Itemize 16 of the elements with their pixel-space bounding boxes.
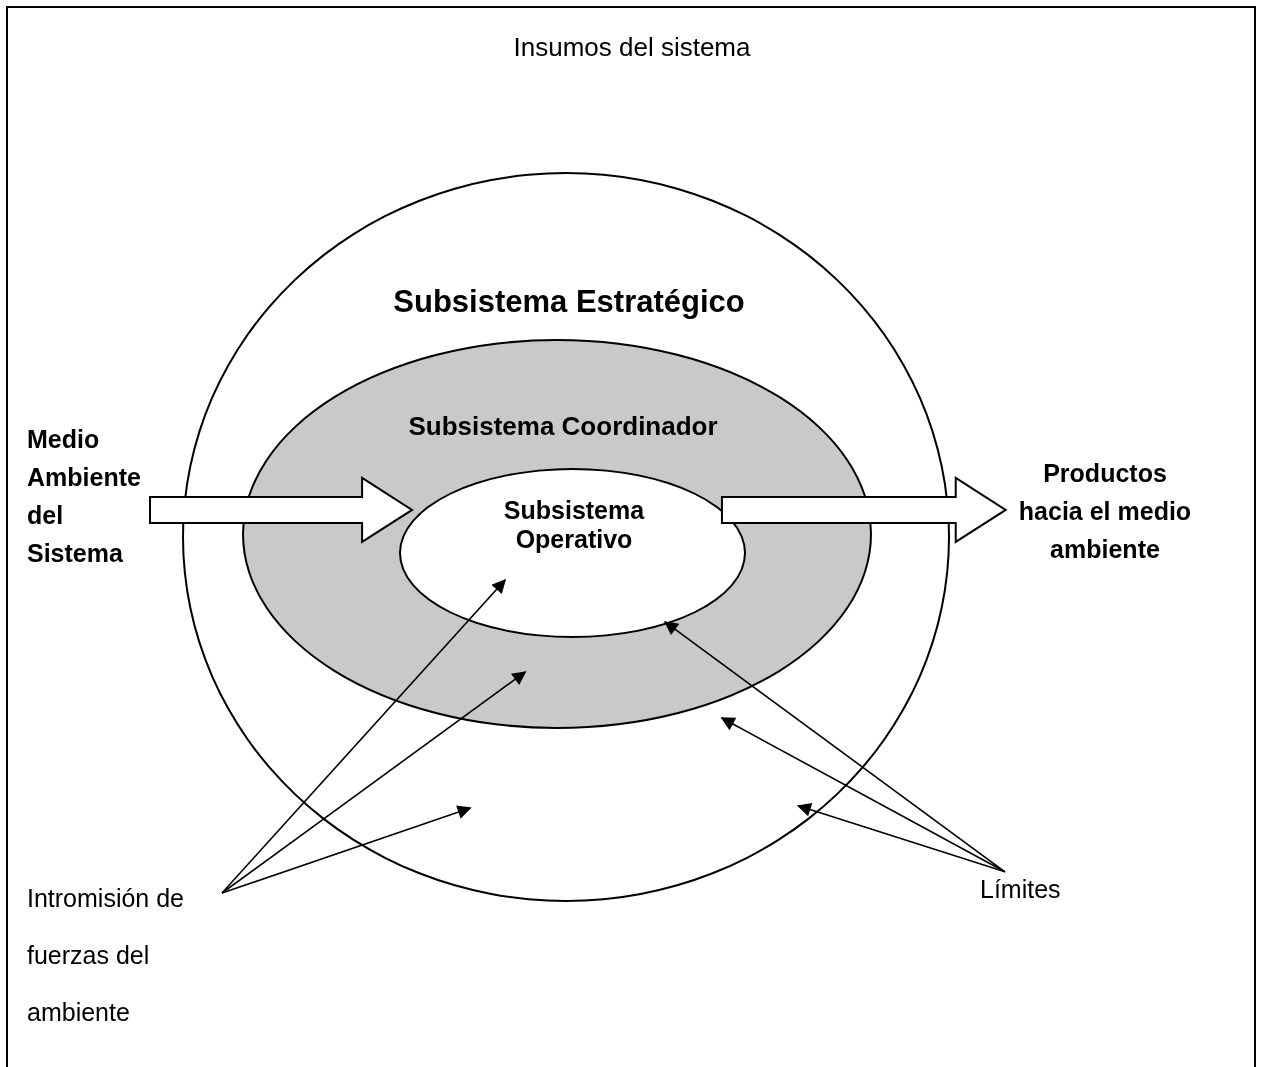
environment-label: Medio Ambiente del Sistema: [27, 420, 152, 570]
leader-line: [221, 805, 472, 894]
block-arrow: [149, 476, 414, 544]
frame-box: [6, 6, 1256, 1067]
heading-text: Insumos del sistema: [512, 31, 752, 63]
subsystem-label: Subsistema Coordinador: [407, 410, 719, 442]
leader-line: [221, 578, 506, 894]
callout-text: Intromisión de fuerzas del ambiente: [27, 870, 227, 1040]
output-label: Productos hacia el medio ambiente: [1010, 454, 1200, 569]
leader-line: [663, 621, 1006, 873]
leader-line: [221, 671, 527, 894]
subsystem-label: Subsistema Estratégico: [392, 284, 746, 320]
leader-line: [796, 803, 1006, 873]
block-arrow: [720, 476, 1008, 544]
callout-text: Límites: [980, 872, 1090, 908]
subsystem-label: Subsistema Operativo: [502, 496, 646, 554]
